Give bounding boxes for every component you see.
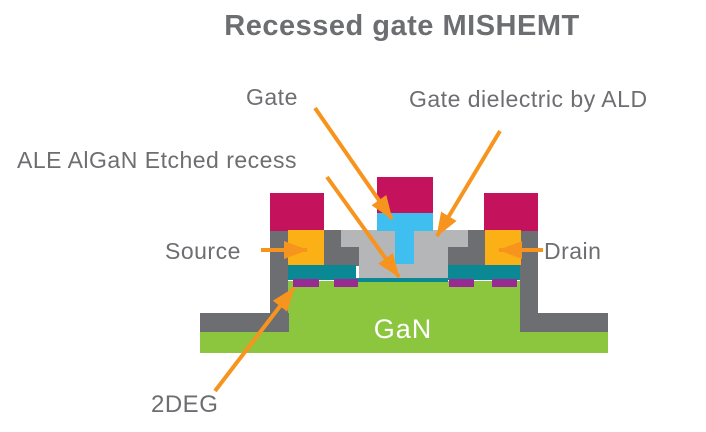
source-contact — [288, 230, 324, 265]
cap-strip-left — [324, 230, 341, 267]
gate-dielectric-label: Gate dielectric by ALD — [409, 86, 648, 112]
algan-recess-floor — [356, 278, 448, 282]
two-deg-dash-1 — [293, 279, 319, 287]
drain-label: Drain — [544, 238, 602, 264]
cap-strip-right — [467, 230, 485, 267]
two-deg-dash-3 — [449, 279, 474, 287]
diagram-title: Recessed gate MISHEMT — [224, 10, 580, 42]
algan-barrier-right — [448, 265, 520, 280]
cap-notch-left — [341, 247, 359, 266]
gate-metal-stem — [395, 231, 414, 264]
field-step-right — [520, 313, 608, 332]
source-pad — [270, 193, 324, 231]
gate-label: Gate — [246, 84, 298, 110]
gate-pad — [377, 177, 433, 213]
source-label: Source — [165, 238, 241, 264]
two-deg-dash-4 — [492, 279, 517, 287]
field-step-left — [200, 313, 289, 332]
algan-barrier-left — [288, 265, 356, 280]
drain-pad — [484, 193, 538, 231]
gan-label: GaN — [373, 314, 433, 344]
mesa-sidewall-right — [520, 231, 538, 332]
drain-contact — [485, 230, 521, 265]
gan-base — [200, 332, 608, 353]
two-deg-label: 2DEG — [151, 391, 219, 418]
cap-notch-right — [448, 247, 467, 266]
gate-metal-head — [377, 212, 433, 231]
etched-recess-label: ALE AlGaN Etched recess — [17, 147, 297, 173]
two-deg-dash-2 — [334, 279, 358, 287]
